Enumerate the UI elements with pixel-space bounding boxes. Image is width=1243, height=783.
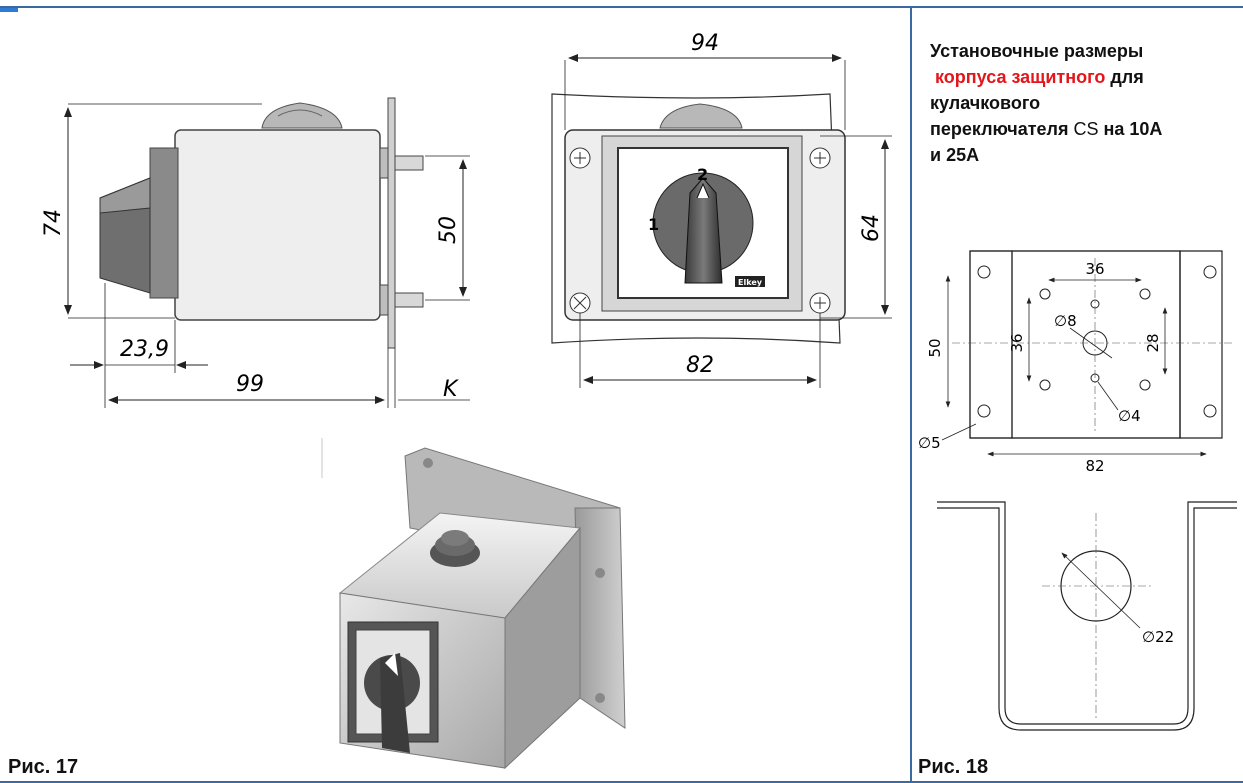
- dim-plate-50: 50: [926, 338, 944, 357]
- mounting-plate-drawing: [969, 250, 1223, 439]
- enclosure-3d-render: [321, 438, 626, 770]
- dim-82: 82: [686, 353, 714, 378]
- figure-17-panel: 74 50 23,9 99 K: [0, 6, 912, 783]
- dim-d8: ∅8: [1054, 312, 1077, 330]
- dim-k: K: [443, 377, 459, 402]
- dim-plate-36-left: 36: [1008, 333, 1026, 352]
- title-line-1: Установочные размеры: [930, 41, 1144, 61]
- figure-18-caption: Рис. 18: [918, 756, 989, 778]
- title-line-4: переключателя: [930, 119, 1069, 139]
- title-cs: CS: [1073, 119, 1099, 139]
- front-view: 1 2 Elkey 94 64 82: [551, 31, 892, 388]
- dim-64: 64: [859, 214, 884, 242]
- corner-marker: [0, 8, 18, 12]
- figure-17-caption: Рис. 17: [8, 756, 79, 778]
- title-line-3: кулачкового: [930, 93, 1041, 113]
- figure-18-panel: Установочные размеры корпуса защитного д…: [912, 6, 1243, 783]
- title-line-2-tail: для: [1105, 67, 1144, 87]
- brand-logo: Elkey: [738, 278, 763, 287]
- dim-99: 99: [236, 372, 264, 397]
- title-highlight: корпуса защитного: [935, 67, 1106, 87]
- dim-plate-36-top: 36: [1085, 260, 1104, 278]
- bracket-drawing: [937, 501, 1237, 731]
- figure-18-title: Установочные размеры корпуса защитного д…: [930, 38, 1230, 168]
- dim-23-9: 23,9: [120, 337, 169, 362]
- dim-d5: ∅5: [918, 434, 941, 452]
- dim-94: 94: [691, 31, 719, 56]
- dim-d4: ∅4: [1118, 407, 1141, 425]
- side-view: 74 50 23,9 99 K: [41, 97, 470, 408]
- figure-18-drawing: 36 50 36 28 ∅8 ∅4 ∅5 82 ∅22: [918, 250, 1237, 731]
- switch-position-1: 1: [648, 215, 659, 234]
- dim-50: 50: [436, 216, 461, 244]
- dim-plate-82: 82: [1085, 457, 1104, 475]
- dim-d22: ∅22: [1142, 628, 1174, 646]
- title-line-4-tail: на 10А: [1103, 119, 1163, 139]
- title-line-5: и 25А: [930, 145, 980, 165]
- switch-position-2: 2: [697, 165, 708, 184]
- figure-17-drawing: 74 50 23,9 99 K: [41, 31, 892, 770]
- dim-plate-28: 28: [1144, 333, 1162, 352]
- dim-74: 74: [41, 209, 66, 237]
